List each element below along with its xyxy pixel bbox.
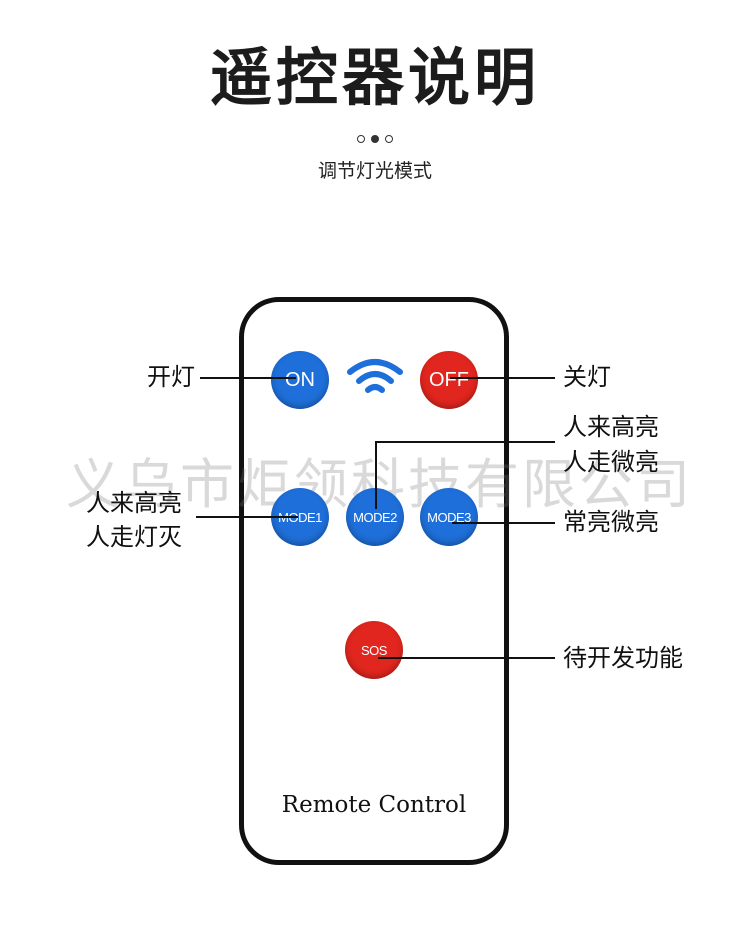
label-mode1-line1: 人来高亮 <box>86 489 182 517</box>
mode3-button[interactable]: MODE3 <box>420 488 478 546</box>
leader-line-off <box>450 377 555 379</box>
label-sos: 待开发功能 <box>563 644 683 672</box>
leader-line-on <box>200 377 296 379</box>
sos-button-label: SOS <box>361 642 387 658</box>
label-mode2-line1: 人来高亮 <box>563 413 659 441</box>
carousel-dots <box>0 128 750 147</box>
label-off: 关灯 <box>563 363 611 391</box>
label-mode3: 常亮微亮 <box>563 508 659 536</box>
off-button[interactable]: OFF <box>420 351 478 409</box>
remote-footer-text: Remote Control <box>281 792 467 818</box>
off-button-label: OFF <box>429 368 469 391</box>
label-mode2-line2: 人走微亮 <box>563 448 659 476</box>
page-subtitle: 调节灯光模式 <box>317 160 432 182</box>
sos-button[interactable]: SOS <box>345 621 403 679</box>
wifi-icon <box>347 359 403 393</box>
leader-line-mode2-horizontal <box>375 441 555 443</box>
mode2-button-label: MODE2 <box>353 509 397 525</box>
mode3-button-label: MODE3 <box>427 509 471 525</box>
on-button-label: ON <box>285 368 315 391</box>
dot-3 <box>385 135 393 143</box>
label-mode1-line2: 人走灯灭 <box>86 523 182 551</box>
on-button[interactable]: ON <box>271 351 329 409</box>
leader-line-mode3 <box>452 522 555 524</box>
leader-line-mode2-vertical <box>375 441 377 509</box>
dot-2-active <box>371 135 379 143</box>
mode1-button-label: MODE1 <box>278 509 322 525</box>
leader-line-sos <box>378 657 555 659</box>
page-title: 遥控器说明 <box>209 41 540 114</box>
label-on: 开灯 <box>147 363 195 391</box>
dot-1 <box>357 135 365 143</box>
leader-line-mode1 <box>196 516 298 518</box>
